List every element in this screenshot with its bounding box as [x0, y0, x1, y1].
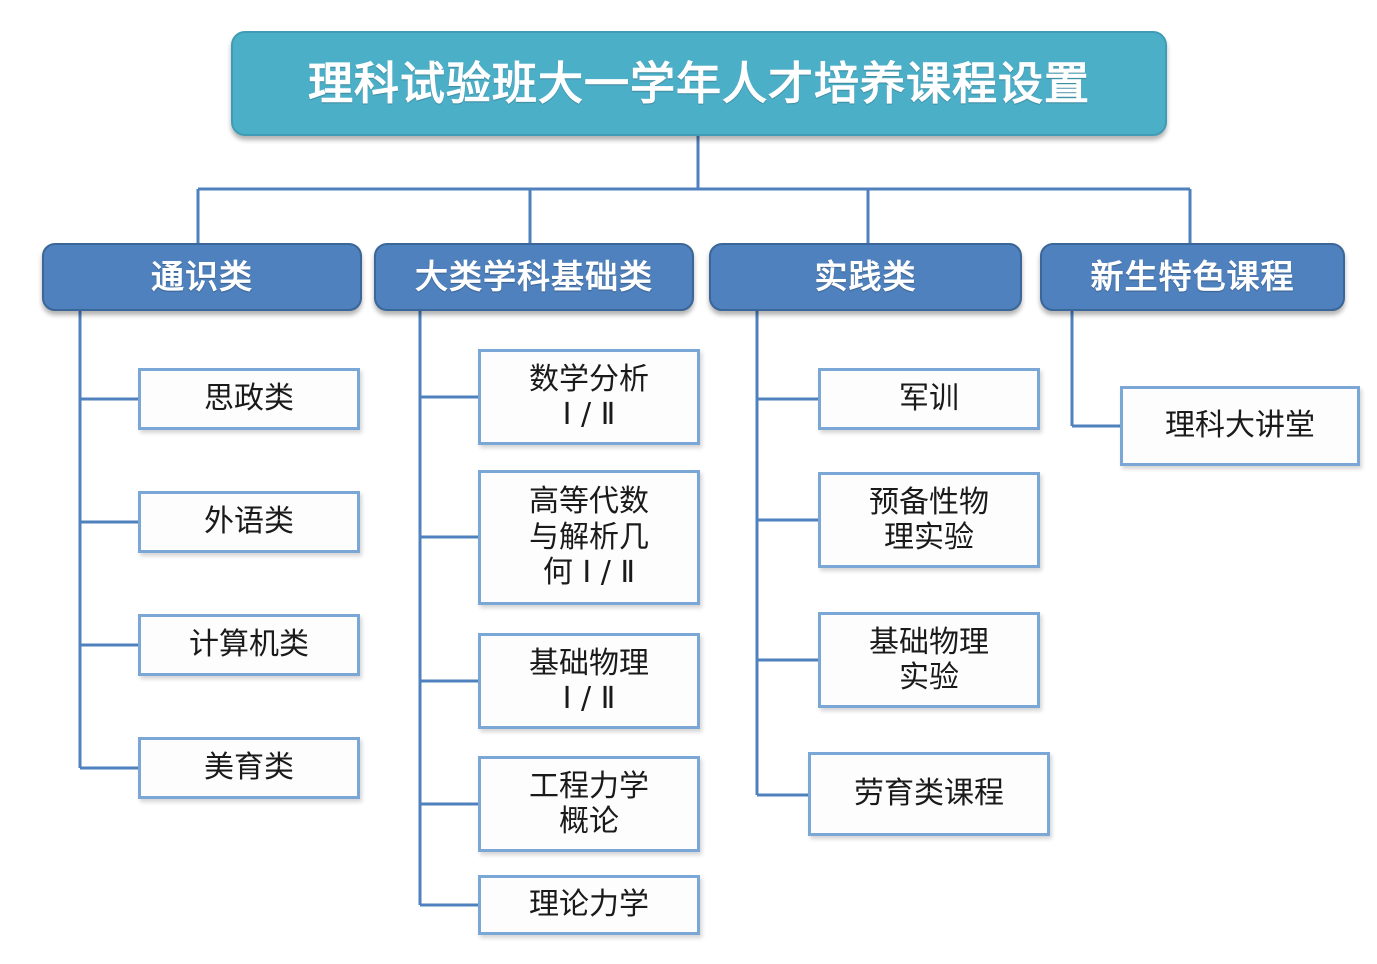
leaf-node-label: 高等代数 与解析几 何 Ⅰ / Ⅱ — [529, 484, 649, 591]
leaf-node-sizhenglei[interactable]: 思政类 — [138, 368, 360, 430]
leaf-node-label: 劳育类课程 — [854, 776, 1004, 812]
leaf-node-label: 预备性物 理实验 — [869, 484, 989, 555]
category-node-dalei-xueke-jichulei[interactable]: 大类学科基础类 — [374, 243, 694, 311]
leaf-node-label: 思政类 — [204, 381, 294, 417]
leaf-node-label: 外语类 — [204, 504, 294, 540]
leaf-node-gaodeng-daishu-yu-jiexi-jihe[interactable]: 高等代数 与解析几 何 Ⅰ / Ⅱ — [478, 470, 700, 605]
leaf-node-gongcheng-lixue-gailun[interactable]: 工程力学 概论 — [478, 756, 700, 852]
category-node-label: 实践类 — [814, 256, 917, 296]
leaf-node-yubeixing-wuli-shiyan[interactable]: 预备性物 理实验 — [818, 472, 1040, 568]
leaf-node-label: 军训 — [899, 381, 959, 417]
leaf-node-jichu-wuli-shiyan[interactable]: 基础物理 实验 — [818, 612, 1040, 708]
leaf-node-label: 基础物理 Ⅰ / Ⅱ — [529, 645, 649, 716]
leaf-node-laoyulei-kecheng[interactable]: 劳育类课程 — [808, 752, 1050, 836]
leaf-node-like-da-jiangtang[interactable]: 理科大讲堂 — [1120, 386, 1360, 466]
leaf-node-lilun-lixue[interactable]: 理论力学 — [478, 875, 700, 935]
leaf-node-label: 基础物理 实验 — [869, 624, 989, 695]
leaf-node-label: 数学分析 Ⅰ / Ⅱ — [529, 361, 649, 432]
leaf-node-label: 理科大讲堂 — [1165, 408, 1315, 444]
leaf-node-label: 计算机类 — [189, 627, 309, 663]
leaf-node-shuxue-fenxi[interactable]: 数学分析 Ⅰ / Ⅱ — [478, 349, 700, 445]
leaf-node-jichu-wuli[interactable]: 基础物理 Ⅰ / Ⅱ — [478, 633, 700, 729]
leaf-node-waiyulei[interactable]: 外语类 — [138, 491, 360, 553]
leaf-node-meiyulei[interactable]: 美育类 — [138, 737, 360, 799]
category-node-label: 通识类 — [151, 256, 253, 296]
root-node-label: 理科试验班大一学年人才培养课程设置 — [307, 56, 1090, 110]
leaf-node-junxun[interactable]: 军训 — [818, 368, 1040, 430]
category-node-xinsheng-tese-kecheng[interactable]: 新生特色课程 — [1040, 243, 1345, 311]
leaf-node-label: 工程力学 概论 — [529, 768, 649, 839]
category-node-label: 大类学科基础类 — [415, 256, 653, 296]
leaf-node-jisuanjilei[interactable]: 计算机类 — [138, 614, 360, 676]
root-node[interactable]: 理科试验班大一学年人才培养课程设置 — [231, 31, 1167, 136]
leaf-node-label: 美育类 — [204, 750, 294, 786]
category-node-shijianlei[interactable]: 实践类 — [709, 243, 1022, 311]
category-node-label: 新生特色课程 — [1090, 256, 1295, 296]
category-node-tongshilei[interactable]: 通识类 — [42, 243, 362, 311]
leaf-node-label: 理论力学 — [529, 887, 649, 923]
